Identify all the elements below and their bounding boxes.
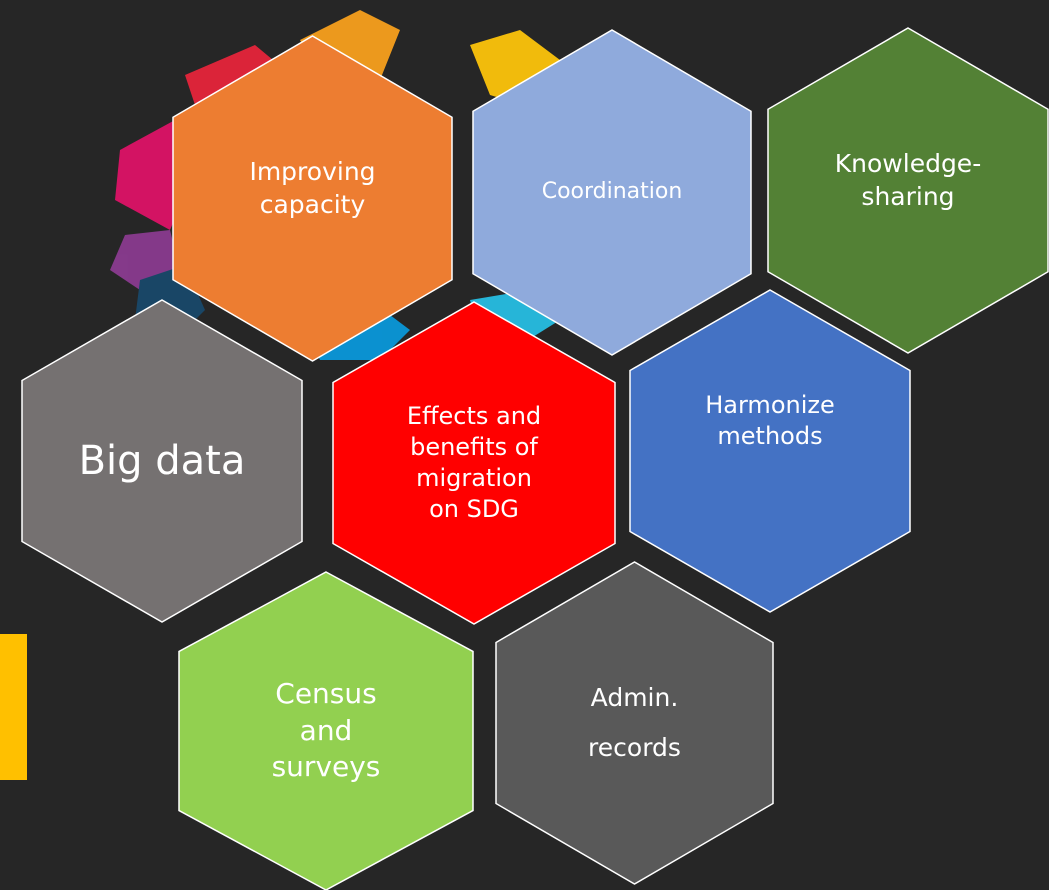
- hexagon-knowledge-sharing: [767, 27, 1049, 354]
- accent-bar: [0, 634, 27, 780]
- hexagon-improving-capacity: [172, 35, 453, 362]
- hexagon-harmonize-methods: [629, 289, 911, 613]
- hexagon-admin-records: [495, 561, 774, 885]
- hexagon-big-data: [21, 299, 303, 623]
- hexagon-coordination: [472, 29, 752, 356]
- hexagon-effects-and-benefits: [332, 301, 616, 625]
- hexagon-census-and-surveys: [178, 571, 474, 890]
